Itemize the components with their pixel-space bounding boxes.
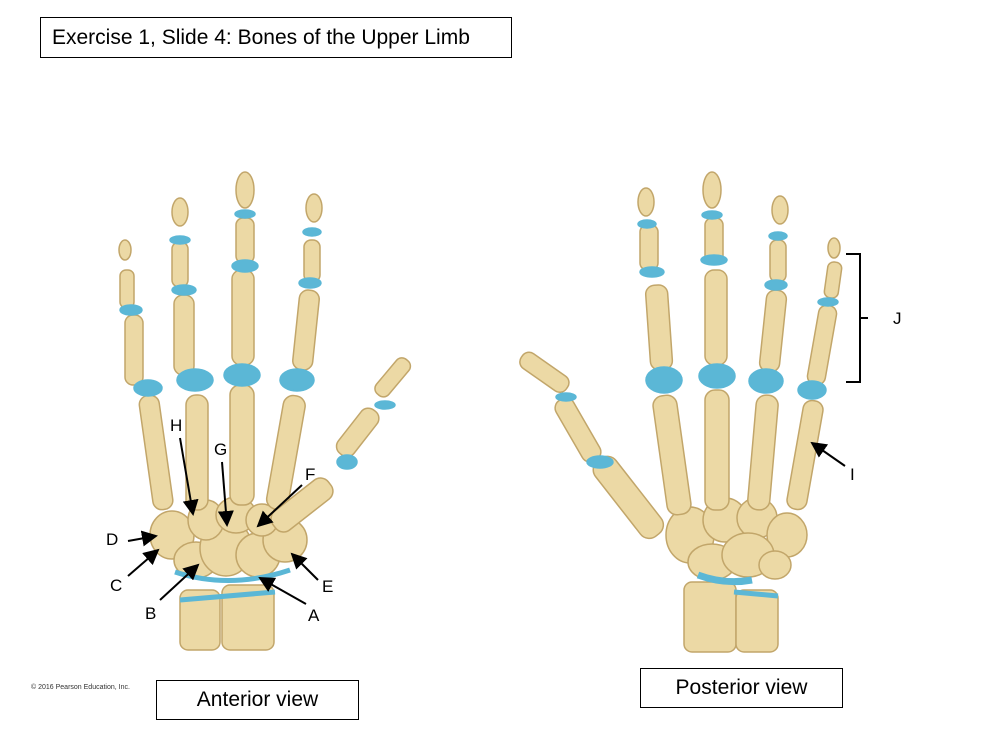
bracket-j	[846, 253, 868, 383]
anterior-view-caption: Anterior view	[156, 680, 359, 720]
anterior-finger-5	[118, 239, 174, 511]
leader-f	[256, 484, 303, 528]
posterior-hand	[519, 171, 843, 653]
posterior-finger-5	[786, 237, 843, 511]
leader-i	[810, 441, 846, 467]
label-a: A	[308, 606, 320, 625]
label-c: C	[110, 576, 123, 595]
anterior-finger-3	[223, 171, 261, 506]
label-b: B	[145, 604, 157, 623]
label-h: H	[170, 416, 183, 435]
leader-d	[127, 530, 158, 547]
leader-b	[159, 563, 200, 601]
posterior-radius	[683, 581, 737, 653]
posterior-carpals	[665, 497, 808, 586]
posterior-finger-4	[747, 195, 789, 511]
posterior-view-caption: Posterior view	[640, 668, 843, 708]
leader-lines	[127, 253, 868, 605]
label-i: I	[850, 465, 855, 484]
anterior-radius	[221, 584, 275, 651]
leader-h	[179, 437, 199, 516]
anterior-hand	[118, 171, 412, 651]
copyright-notice: © 2016 Pearson Education, Inc.	[31, 684, 130, 691]
leader-e	[290, 552, 319, 581]
label-d: D	[106, 530, 119, 549]
anterior-ulna	[179, 589, 221, 651]
posterior-thumb	[519, 351, 665, 540]
slide-title: Exercise 1, Slide 4: Bones of the Upper …	[40, 17, 512, 58]
leader-c	[127, 548, 160, 577]
leader-g	[217, 461, 234, 527]
anterior-finger-4	[169, 197, 214, 511]
anterior-finger-2	[265, 193, 323, 511]
label-j: J	[893, 309, 902, 328]
label-g: G	[214, 440, 228, 459]
leader-a	[258, 577, 307, 605]
anterior-thumb	[270, 357, 412, 533]
posterior-finger-3	[698, 171, 736, 511]
label-f: F	[305, 465, 316, 484]
posterior-ulna	[735, 589, 779, 653]
posterior-finger-2	[637, 187, 692, 516]
label-e: E	[322, 577, 334, 596]
